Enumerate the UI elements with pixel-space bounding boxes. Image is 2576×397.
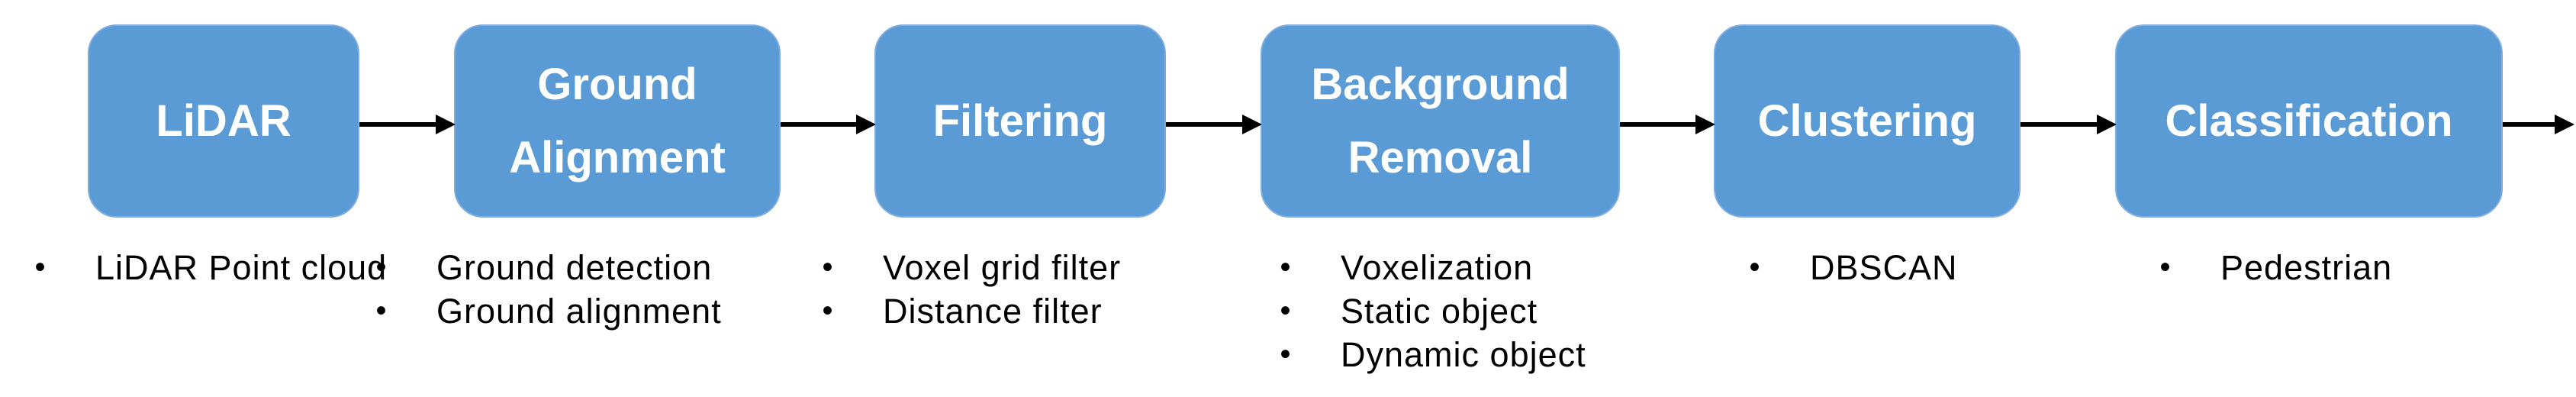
bullet-text: Static object <box>1341 291 1538 331</box>
bullet-item: • LiDAR Point cloud <box>33 246 387 289</box>
bullet-item: • Ground alignment <box>374 289 722 333</box>
bullet-dot-icon: • <box>1749 250 1761 284</box>
flow-arrow-icon <box>2021 115 2117 134</box>
step-box-ground-alignment: Ground Alignment <box>454 24 781 218</box>
flow-arrow-icon <box>1620 115 1715 134</box>
step-title-line: Alignment <box>509 132 726 182</box>
step-title: LiDAR <box>156 95 291 146</box>
bullet-list-lidar: • LiDAR Point cloud <box>33 246 387 289</box>
step-box-lidar: LiDAR <box>88 24 359 218</box>
step-title-line: Removal <box>1348 132 1533 182</box>
bullet-dot-icon: • <box>822 250 834 284</box>
bullet-item: • Voxel grid filter <box>820 246 1121 289</box>
bullet-list-clustering: • DBSCAN <box>1747 246 1958 289</box>
bullet-dot-icon: • <box>1280 294 1292 328</box>
bullet-text: DBSCAN <box>1810 247 1958 287</box>
bullet-item: • Ground detection <box>374 246 722 289</box>
step-box-background-removal: Background Removal <box>1261 24 1620 218</box>
step-box-classification: Classification <box>2115 24 2503 218</box>
flow-arrow-output-icon <box>2503 115 2574 134</box>
bullet-text: Distance filter <box>883 291 1103 331</box>
bullet-dot-icon: • <box>1280 337 1292 371</box>
bullet-text: Ground detection <box>436 247 713 287</box>
bullet-dot-icon: • <box>822 294 834 328</box>
bullet-dot-icon: • <box>2159 250 2172 284</box>
bullet-dot-icon: • <box>375 250 388 284</box>
bullet-text: Pedestrian <box>2220 247 2393 287</box>
step-title: Classification <box>2165 95 2453 146</box>
bullet-list-filtering: • Voxel grid filter • Distance filter <box>820 246 1121 333</box>
step-title: Filtering <box>932 95 1108 146</box>
bullet-text: LiDAR Point cloud <box>95 247 388 287</box>
bullet-item: • Static object <box>1278 289 1586 333</box>
bullet-text: Ground alignment <box>436 291 722 331</box>
step-title: Clustering <box>1757 95 1977 146</box>
bullet-item: • Pedestrian <box>2158 246 2392 289</box>
bullet-list-background-removal: • Voxelization • Static object • Dynamic… <box>1278 246 1586 376</box>
bullet-text: Dynamic object <box>1341 334 1586 374</box>
bullet-item: • Distance filter <box>820 289 1121 333</box>
bullet-item: • Dynamic object <box>1278 333 1586 376</box>
flow-arrow-icon <box>781 115 876 134</box>
flow-arrow-icon <box>1166 115 1262 134</box>
bullet-text: Voxelization <box>1341 247 1534 287</box>
bullet-dot-icon: • <box>34 250 47 284</box>
bullet-list-classification: • Pedestrian <box>2158 246 2392 289</box>
step-box-clustering: Clustering <box>1714 24 2021 218</box>
bullet-item: • Voxelization <box>1278 246 1586 289</box>
step-title-line: Ground <box>537 59 697 109</box>
bullet-text: Voxel grid filter <box>883 247 1122 287</box>
bullet-item: • DBSCAN <box>1747 246 1958 289</box>
bullet-dot-icon: • <box>375 294 388 328</box>
step-box-filtering: Filtering <box>874 24 1166 218</box>
bullet-dot-icon: • <box>1280 250 1292 284</box>
step-title-line: Background <box>1311 59 1570 109</box>
flow-arrow-icon <box>359 115 456 134</box>
bullet-list-ground-alignment: • Ground detection • Ground alignment <box>374 246 722 333</box>
